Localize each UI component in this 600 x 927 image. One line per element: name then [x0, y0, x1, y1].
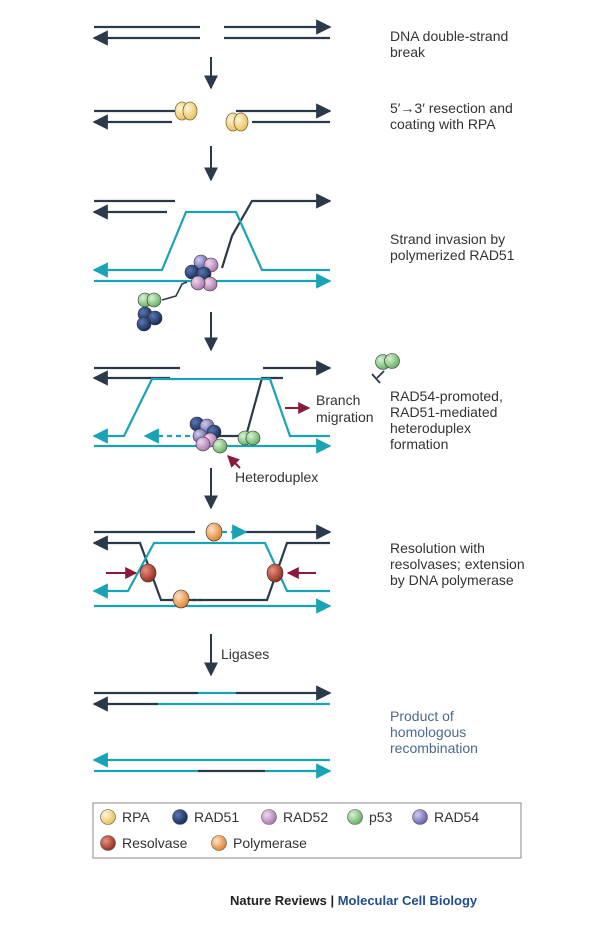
- step-label-strand-invasion: Strand invasion by polymerized RAD51: [390, 231, 515, 263]
- journal-name: Molecular Cell Biology: [337, 893, 478, 908]
- branch-migration-label: migration: [316, 409, 374, 425]
- rpa-protein: [182, 101, 198, 121]
- step-label-resection: 5′→3′ resection and coating with RPA: [390, 100, 513, 132]
- ligases-label: Ligases: [221, 646, 269, 662]
- step4-heteroduplex: [92, 360, 332, 454]
- step5-resolution: [92, 524, 332, 614]
- resolvase-protein: [266, 563, 284, 583]
- rpa-protein: [233, 112, 249, 132]
- svg-text:RAD54: RAD54: [434, 809, 479, 825]
- svg-text:Resolvase: Resolvase: [122, 835, 188, 851]
- tether-line: [161, 281, 188, 301]
- svg-text:p53: p53: [369, 809, 393, 825]
- publisher-name: Nature Reviews: [230, 893, 327, 908]
- resolvase-protein: [139, 563, 157, 583]
- resolvase-proteins: [139, 563, 284, 583]
- heteroduplex-label: Heteroduplex: [235, 469, 318, 485]
- p53-rad51-complex: [136, 292, 163, 332]
- legend-item-resolvase: Resolvase: [100, 835, 188, 851]
- free-p53: [371, 353, 400, 384]
- legend-item-rad52: RAD52: [261, 809, 328, 825]
- legend-item-rad51: RAD51: [172, 809, 239, 825]
- svg-text:Polymerase: Polymerase: [233, 835, 307, 851]
- rad-protein-cluster-2: [189, 416, 261, 454]
- branch-migration-label: Branch: [316, 392, 360, 408]
- svg-text:RAD52: RAD52: [283, 809, 328, 825]
- legend-item-rad54: RAD54: [412, 809, 479, 825]
- credit-line: Nature Reviews | Molecular Cell Biology: [230, 893, 590, 908]
- step2-resection: [92, 103, 332, 130]
- legend-item-polymerase: Polymerase: [211, 835, 307, 851]
- step6-product: [92, 685, 332, 779]
- legend-item-p53: p53: [347, 809, 393, 825]
- heteroduplex-arrow: [227, 455, 241, 469]
- rpa-proteins: [174, 101, 249, 132]
- polymerase-protein: [172, 589, 190, 609]
- rad-protein-cluster: [184, 254, 219, 292]
- step-label-heteroduplex: RAD54-promoted, RAD51-mediated heterodup…: [390, 388, 503, 452]
- step-label-resolution: Resolution with resolvases; extension by…: [390, 540, 525, 588]
- svg-text:RPA: RPA: [122, 809, 150, 825]
- step-label-dsb: DNA double-strand break: [390, 28, 509, 60]
- credit-separator: |: [330, 893, 335, 908]
- step1-dna-break: [92, 19, 332, 46]
- legend: RPA RAD51 RAD52 p53 RAD54 Resolvase Poly…: [92, 802, 522, 859]
- polymerase-protein: [205, 522, 223, 542]
- polymerase-proteins: [172, 522, 223, 609]
- step-label-product: Product of homologous recombination: [390, 708, 478, 756]
- svg-text:RAD51: RAD51: [194, 809, 239, 825]
- legend-item-rpa: RPA: [100, 809, 150, 825]
- legend-box: [92, 802, 522, 859]
